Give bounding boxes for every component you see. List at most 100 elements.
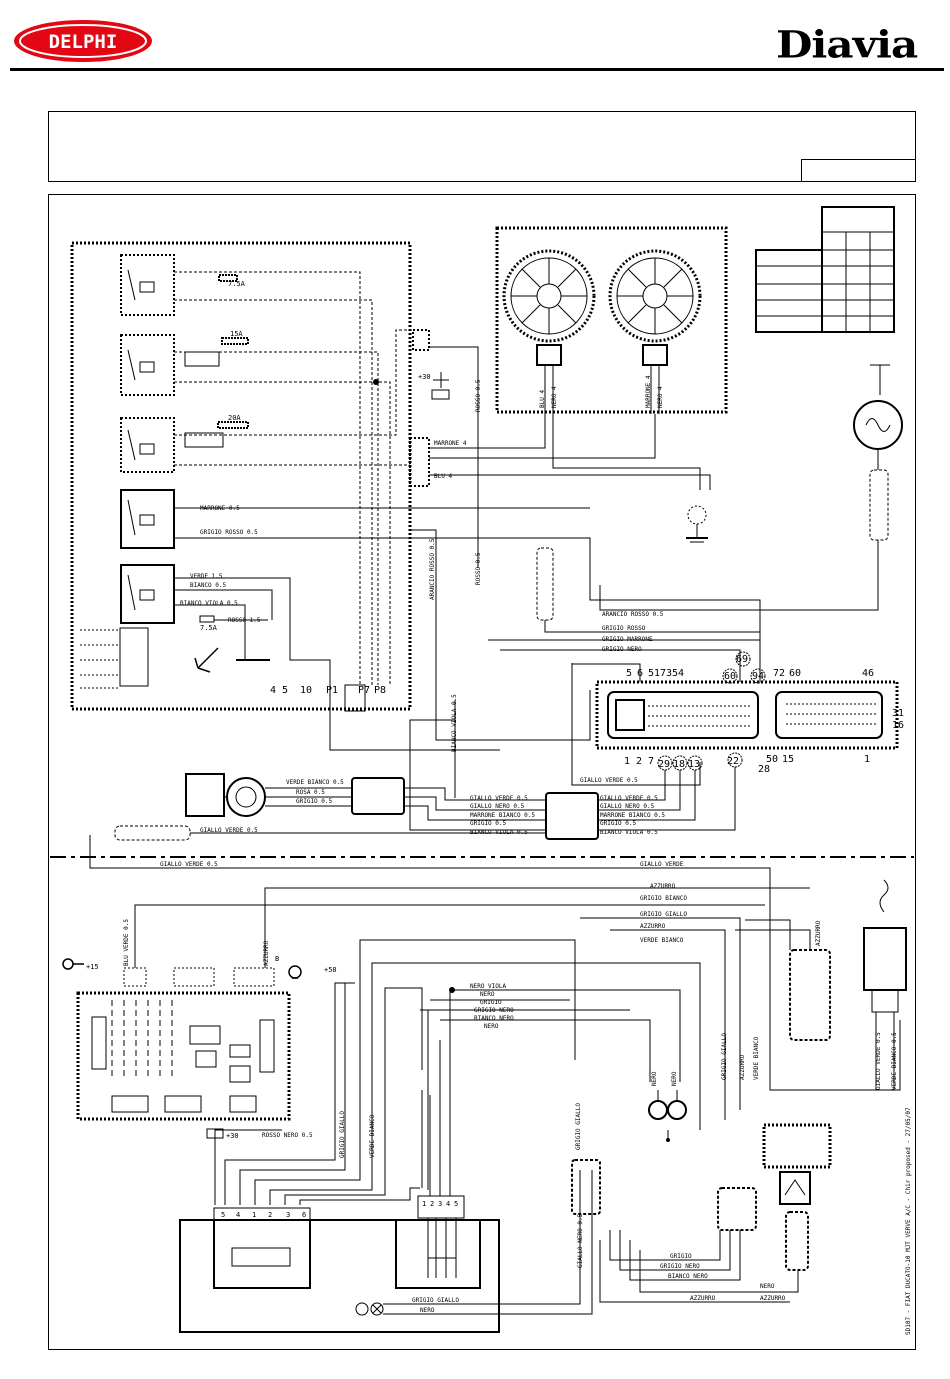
switch-pin-1: 1	[422, 1200, 426, 1208]
ecu-bottom-pin-22: 22	[727, 756, 739, 767]
wire-label-azzurro-comp: AZZURRO	[690, 1295, 716, 1302]
wire-label-verde-bianco: VERDE BIANCO 0.5	[286, 779, 344, 786]
fuse-pin-5: 5	[282, 685, 288, 696]
wire-label-verde-bianco-switch: VERDE BIANCO 0.5	[891, 1032, 898, 1090]
relay-2	[120, 334, 175, 396]
wire-label-giallo-verde-long: GIALLO VERDE 0.5	[160, 861, 218, 868]
wire-label-giallo-nero-right: GIALLO NERO 0.5	[600, 803, 655, 810]
relay-5	[120, 564, 175, 624]
wire-label-grigio-right: GRIGIO 0.5	[600, 820, 637, 827]
ecu-top-pin-54: 54	[672, 668, 684, 679]
wire-label-verde-bianco-vert: VERDE BIANCO	[369, 1114, 376, 1158]
relay-fuse-box	[70, 241, 412, 711]
wire-label-grigio-giallo-right: GRIGIO GIALLO	[721, 1033, 728, 1080]
fuse-label-3: 20A	[228, 414, 241, 422]
wire-label-azzurro-vert: AZZURRO	[263, 940, 270, 966]
wire-label-rosso-nero: ROSSO NERO 0.5	[262, 1132, 313, 1139]
fan-2-wire-c: MARRONE 4	[645, 375, 652, 408]
ecu-connector-b	[775, 691, 883, 739]
wire-label-nero-gnd: NERO	[651, 1071, 658, 1086]
wire-label-giallo-verde-bottom: GIALLO VERDE 0.5	[200, 827, 258, 834]
legend-table	[821, 206, 895, 333]
fuse-1	[218, 274, 238, 282]
fuse-4	[199, 615, 215, 623]
label-plus30-lower: +30	[226, 1132, 239, 1140]
wire-label-giallo-verde-left: GIALLO VERDE 0.5	[470, 795, 528, 802]
ecu-top-pin-5: 5	[626, 668, 632, 679]
fuse-pin-10: 10	[300, 685, 312, 696]
label-plus15: +15	[86, 963, 99, 971]
wire-label-grigio-lower: GRIGIO	[480, 999, 502, 1006]
ecu-bottom-pin-28: 28	[758, 764, 770, 775]
wire-label-bianco-nero: BIANCO NERO	[474, 1015, 514, 1022]
wire-label-grigio-marrone: GRIGIO MARRONE	[602, 636, 653, 643]
wire-label-grigio-nero-comp: GRIGIO NERO	[660, 1263, 700, 1270]
ecu-right-pin-16: 16	[892, 720, 904, 731]
wire-label-nero: NERO	[480, 991, 495, 998]
wire-label-verde: VERDE 1.5	[190, 573, 223, 580]
sensor-connector	[536, 547, 554, 621]
relay-2-label-box	[184, 351, 220, 367]
wire-label-bianco-viola-right: BIANCO VIOLA 0.5	[600, 829, 658, 836]
fuse-pin-4: 4	[270, 685, 276, 696]
ecu-bottom-pin-1: 1	[624, 756, 630, 767]
ecu-top-pin-60a: 60	[724, 671, 736, 682]
wire-label-arancio-vert: ARANCIO ROSSO 0.5	[429, 538, 436, 600]
wire-label-nero-2: NERO	[484, 1023, 499, 1030]
wire-label-grigio-nero: GRIGIO NERO	[602, 646, 642, 653]
fan-2	[608, 249, 702, 366]
ecu-top-pin-46: 46	[862, 668, 874, 679]
wire-label-giallo-nero-vert: GIALLO NERO 0.5	[577, 1213, 584, 1268]
wire-label-marrone: MARRONE 0.5	[200, 505, 240, 512]
fuse-label-2: 15A	[230, 330, 243, 338]
fuse-box-terminal-1	[412, 329, 430, 351]
ecu-top-pin-72: 72	[773, 668, 785, 679]
wire-label-rosso: ROSSO 1.5	[228, 617, 261, 624]
ecu-bottom-pin-18: 18	[673, 759, 685, 770]
wire-label-azzurro-comp-2: AZZURRO	[760, 1295, 786, 1302]
wire-label-giallo-verde-switch: GIALLO VERDE 0.5	[875, 1032, 882, 1090]
wire-label-grigio: GRIGIO 0.5	[470, 820, 507, 827]
wire-label-azzurro-right: AZZURRO	[739, 1054, 746, 1080]
ecu-top-pin-60b: 60	[789, 668, 801, 679]
climate-module	[179, 1219, 500, 1333]
fan-2-wire-d: NERO 4	[657, 386, 664, 408]
ecu-bottom-pin-29: 29	[658, 759, 670, 770]
wire-label-azzurro-2: AZZURRO	[640, 923, 666, 930]
relay-4	[120, 489, 175, 549]
wire-label-grigio-comp: GRIGIO	[670, 1253, 692, 1260]
wire-label-rosa: ROSA 0.5	[296, 789, 325, 796]
fuse-3	[217, 421, 249, 429]
ecu-bottom-pin-2: 2	[636, 756, 642, 767]
ecu-bottom-pin-7: 7	[648, 756, 654, 767]
panel-pin-4: 4	[236, 1211, 240, 1219]
resistor-block	[119, 627, 149, 687]
fuse-2	[221, 337, 249, 345]
mid-connector	[571, 1159, 601, 1215]
switch-pin-5: 5	[454, 1200, 458, 1208]
main-harness-connector	[545, 792, 599, 840]
fuse-label-1: 7.5A	[228, 280, 246, 288]
fuse-label-4: 7.5A	[200, 624, 218, 632]
wire-label-nero-gnd-2: NERO	[671, 1071, 678, 1086]
wire-label-marrone-bianco: MARRONE BIANCO 0.5	[470, 812, 535, 819]
wire-label-bianco: BIANCO 0.5	[190, 582, 227, 589]
fuse-box-terminal-2	[409, 437, 430, 487]
wire-label-nero-lamp: NERO	[420, 1307, 435, 1314]
sensor-connector-left	[351, 777, 405, 815]
wire-label-bianco-viola: BIANCO VIOLA 0.5	[180, 600, 238, 607]
ecu-right-pin-31: 31	[892, 708, 904, 719]
title-block	[48, 111, 916, 182]
wire-label-grigio-giallo: GRIGIO GIALLO	[640, 911, 687, 918]
header-rule	[10, 68, 944, 71]
wire-label-grigio-sensor: GRIGIO 0.5	[296, 798, 333, 805]
pressure-sensor-connector	[717, 1187, 757, 1231]
lamp-icon	[288, 965, 302, 979]
pressure-switch	[863, 927, 907, 991]
fan-1	[502, 249, 596, 366]
label-box-b: B	[275, 955, 279, 963]
wire-label-grigio-nero-lower: GRIGIO NERO	[474, 1007, 514, 1014]
panel-pin-5: 5	[221, 1211, 225, 1219]
switch-pin-3: 3	[438, 1200, 442, 1208]
wire-label-giallo-verde-ecu: GIALLO VERDE 0.5	[580, 777, 638, 784]
